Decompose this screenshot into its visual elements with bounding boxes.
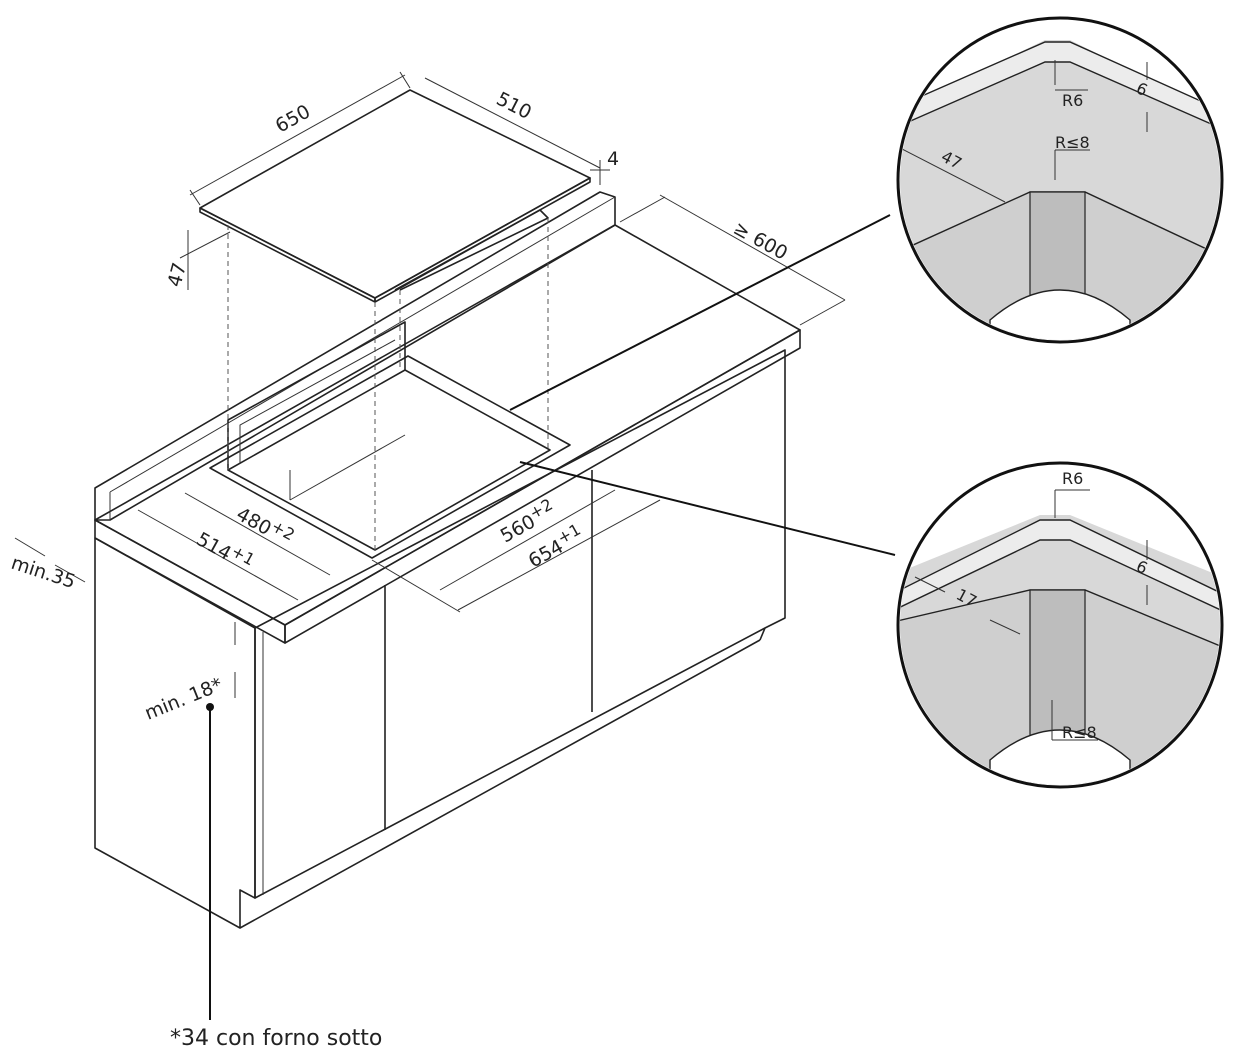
cutout-opening — [227, 369, 551, 551]
worktop-cutout — [209, 321, 571, 559]
footnote: *34 con forno sotto — [170, 1026, 382, 1051]
back-upstand — [94, 191, 616, 521]
worktop-surface — [94, 224, 801, 626]
hob — [199, 89, 591, 303]
dim-min-thickness: min. 18* — [142, 674, 226, 725]
dim-min-front: min.35 — [8, 552, 78, 593]
worktop-front-edge — [284, 329, 801, 644]
kitchen-cabinet — [94, 191, 801, 929]
hob-edge — [199, 207, 376, 303]
dim-hob-thickness: 4 — [607, 148, 619, 170]
detail-bottom-radius-outer: R6 — [1062, 469, 1083, 488]
dimension-labels: 650 510 4 47 ≥ 600 480+2 514+1 560+2 654… — [8, 88, 791, 1051]
detail-bottom-radius-inner: R≤8 — [1062, 723, 1097, 742]
cutout-frame — [209, 355, 571, 559]
dim-hob-width: 650 — [272, 101, 314, 138]
dim-hob-height: 47 — [164, 260, 192, 289]
detail-top-radius-outer: R6 — [1062, 91, 1083, 110]
dimension-lines — [14, 71, 896, 1020]
dim-hob-depth: 510 — [493, 88, 535, 124]
detail-top: R6 6 47 R≤8 — [896, 16, 1224, 344]
detail-bottom: R6 6 17 R≤8 — [896, 461, 1224, 789]
dim-worktop-depth: ≥ 600 — [730, 217, 792, 264]
cabinet-front — [254, 349, 786, 899]
worktop-left-edge — [94, 519, 286, 644]
alignment-lines — [227, 218, 549, 550]
dim-frame-depth: 514+1 — [193, 524, 258, 577]
hob-top-glass — [199, 89, 591, 299]
cabinet-side — [94, 537, 256, 929]
detail-top-radius-inner: R≤8 — [1055, 133, 1090, 152]
